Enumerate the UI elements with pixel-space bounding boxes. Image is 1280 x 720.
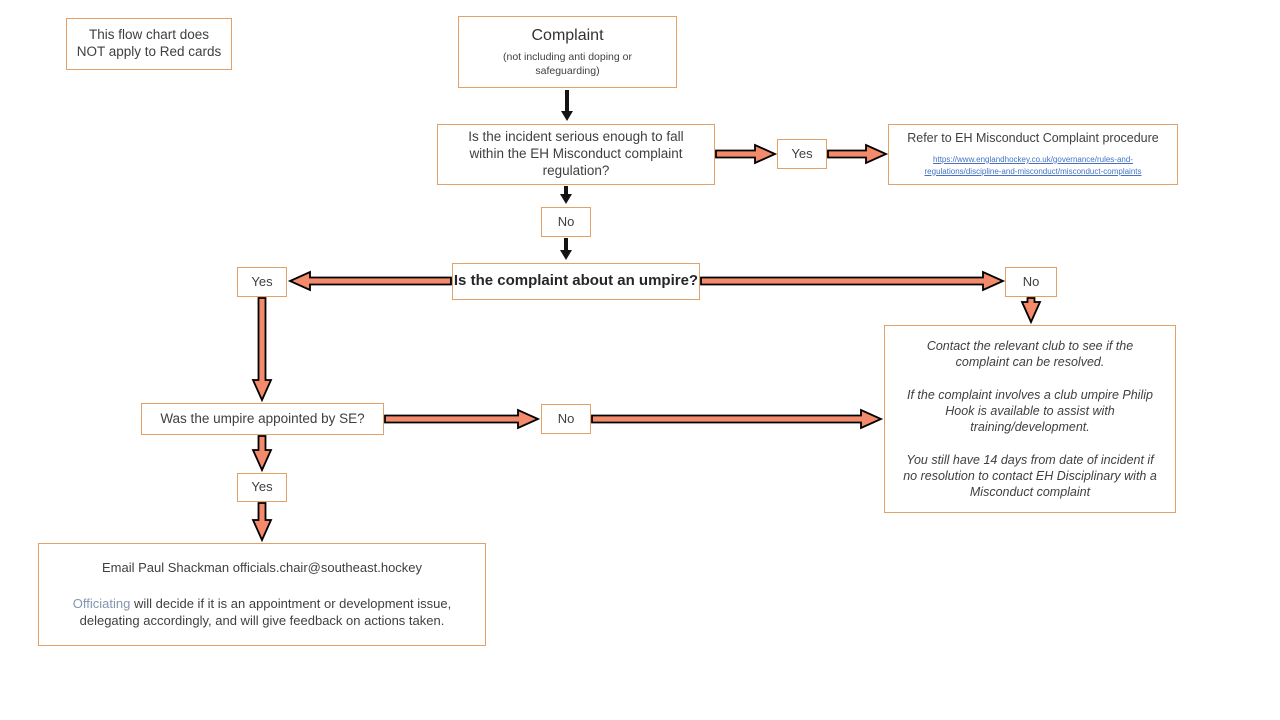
arrow-serious-to-yes (715, 143, 778, 165)
arrow-yes-to-refer (827, 143, 889, 165)
question-serious-text: Is the incident serious enough to fall w… (468, 129, 684, 178)
club-resolution-p3: You still have 14 days from date of inci… (903, 453, 1157, 499)
arrow-serious-to-no (560, 186, 572, 204)
club-resolution-p2: If the complaint involves a club umpire … (907, 388, 1153, 434)
note-red-cards: This flow chart does NOT apply to Red ca… (66, 18, 232, 70)
officiating-rest: will decide if it is an appointment or d… (79, 595, 452, 629)
arrow-umpire-to-no (700, 270, 1006, 292)
serious-yes-label: Yes (791, 145, 813, 161)
arrow-complaint-to-serious (561, 90, 573, 121)
officiating-word: Officiating (72, 595, 131, 611)
node-email-officials: Email Paul Shackman officials.chair@sout… (38, 543, 486, 646)
node-refer-misconduct: Refer to EH Misconduct Complaint procedu… (888, 124, 1178, 185)
complaint-subtitle: (not including anti doping or safeguardi… (502, 51, 632, 77)
appointed-no-label: No (557, 410, 575, 426)
arrow-yes-to-appointed-question (251, 297, 273, 403)
complaint-title: Complaint (531, 27, 604, 45)
umpire-yes-label: Yes (251, 273, 273, 289)
node-question-appointed: Was the umpire appointed by SE? (141, 403, 384, 435)
node-club-resolution: Contact the relevant club to see if the … (884, 325, 1176, 513)
arrow-no-to-club-resolution (1020, 297, 1042, 325)
node-complaint: Complaint (not including anti doping or … (458, 16, 677, 88)
node-serious-no: No (541, 207, 591, 237)
node-umpire-yes: Yes (237, 267, 287, 297)
email-address-line: Email Paul Shackman officials.chair@sout… (101, 560, 423, 576)
note-red-cards-text: This flow chart does NOT apply to Red ca… (76, 27, 222, 59)
serious-no-label: No (557, 213, 575, 229)
question-umpire-text: Is the complaint about an umpire? (453, 272, 699, 290)
club-resolution-p1: Contact the relevant club to see if the … (926, 339, 1134, 369)
umpire-no-label: No (1022, 273, 1040, 289)
node-question-serious: Is the incident serious enough to fall w… (437, 124, 715, 185)
node-appointed-yes: Yes (237, 473, 287, 502)
arrow-appointed-to-no (384, 408, 541, 430)
question-appointed-text: Was the umpire appointed by SE? (160, 410, 365, 426)
node-serious-yes: Yes (777, 139, 827, 169)
arrow-appointed-no-to-club (591, 408, 884, 430)
arrow-umpire-to-yes (287, 270, 452, 292)
email-officiating-line: Officiating will decide if it is an appo… (73, 595, 451, 630)
node-question-umpire: Is the complaint about an umpire? (452, 263, 700, 300)
arrow-appointed-to-yes (251, 435, 273, 473)
appointed-yes-label: Yes (251, 479, 273, 495)
node-umpire-no: No (1005, 267, 1057, 297)
arrow-yes-to-email (251, 502, 273, 543)
node-appointed-no: No (541, 404, 591, 434)
arrow-no-to-umpire-question (560, 238, 572, 260)
misconduct-procedure-link[interactable]: https://www.englandhockey.co.uk/governan… (924, 154, 1142, 176)
refer-title: Refer to EH Misconduct Complaint procedu… (907, 131, 1159, 146)
